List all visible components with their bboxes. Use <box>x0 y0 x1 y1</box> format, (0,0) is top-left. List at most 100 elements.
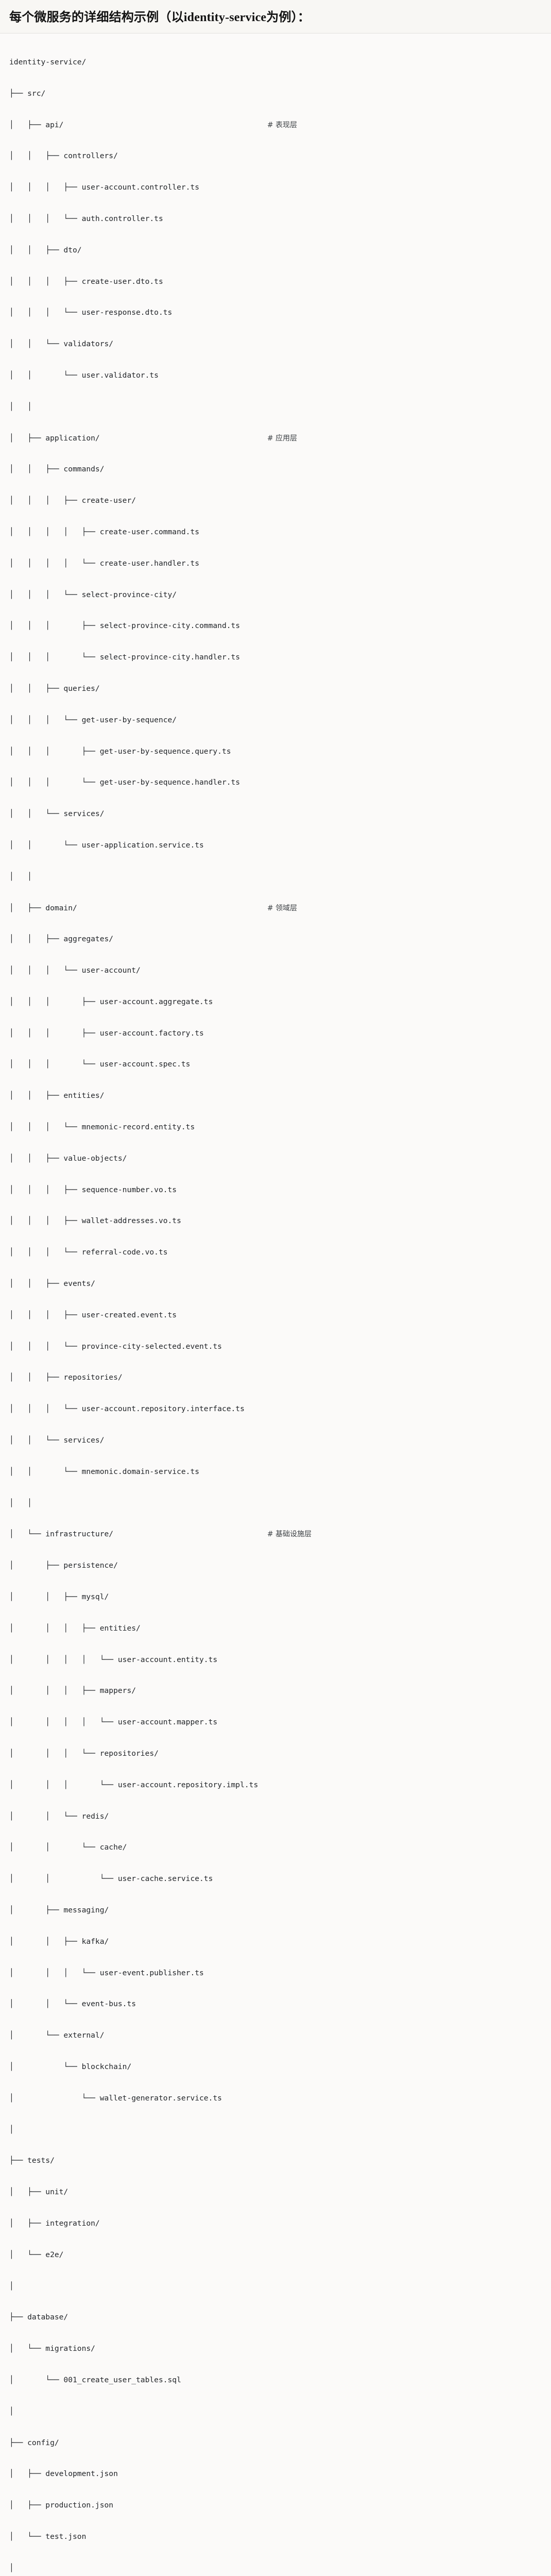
tree-line: │ ├── unit/ <box>9 2184 542 2200</box>
tree-line: ├── config/ <box>9 2435 542 2451</box>
tree-line: │ │ └── user-cache.service.ts <box>9 1871 542 1887</box>
tree-line-path: │ └── e2e/ <box>9 2250 64 2259</box>
tree-line: │ │ │ │ └── user-account.entity.ts <box>9 1652 542 1668</box>
tree-line: │ │ ├── kafka/ <box>9 1934 542 1950</box>
tree-line: │ │ ├── controllers/ <box>9 148 542 164</box>
tree-line-path: │ │ ├── kafka/ <box>9 1937 109 1946</box>
tree-line-path: │ │ │ ├── mappers/ <box>9 1686 136 1696</box>
tree-line-comment: # 表现层 <box>267 121 298 129</box>
tree-line: │ │ │ └── user-account.repository.interf… <box>9 1401 542 1417</box>
tree-line-path: │ │ │ └── repositories/ <box>9 1749 159 1758</box>
tree-line-path: │ │ │ └── province-city-selected.event.t… <box>9 1342 222 1351</box>
tree-line: │ │ └── validators/ <box>9 336 542 352</box>
tree-line-comment: # 应用层 <box>267 434 298 443</box>
tree-line: │ │ │ │ └── create-user.handler.ts <box>9 556 542 571</box>
tree-line: │ <box>9 2404 542 2419</box>
tree-line: │ │ ├── mysql/ <box>9 1589 542 1605</box>
tree-line-path: │ ├── integration/ <box>9 2218 100 2228</box>
tree-line-path: │ ├── persistence/ <box>9 1561 118 1570</box>
tree-line-path: │ │ │ └── mnemonic-record.entity.ts <box>9 1123 195 1132</box>
document-header: 每个微服务的详细结构示例（以identity-service为例）： <box>0 0 551 34</box>
tree-line: │ │ │ └── user-event.publisher.ts <box>9 1965 542 1981</box>
tree-line-path: │ │ │ │ └── create-user.handler.ts <box>9 558 200 568</box>
tree-line-path: │ │ │ └── user-event.publisher.ts <box>9 1968 204 1977</box>
tree-line-path: │ │ │ │ ├── create-user.command.ts <box>9 527 200 536</box>
tree-line: │ │ │ └── user-account/ <box>9 963 542 978</box>
tree-line: │ │ │ ├── create-user/ <box>9 493 542 509</box>
tree-line: ├── tests/ <box>9 2153 542 2168</box>
tree-line-spacer <box>63 121 267 129</box>
tree-line-path: │ └── wallet-generator.service.ts <box>9 2093 222 2103</box>
tree-line: │ │ └── event-bus.ts <box>9 1996 542 2012</box>
tree-line: │ │ └── cache/ <box>9 1840 542 1855</box>
tree-line-path: │ │ ├── value-objects/ <box>9 1154 127 1163</box>
tree-line: │ │ └── redis/ <box>9 1809 542 1824</box>
tree-line: ├── database/ <box>9 2310 542 2325</box>
tree-line: │ │ <box>9 869 542 885</box>
tree-line-path: │ ├── unit/ <box>9 2188 68 2197</box>
tree-line: │ │ │ │ └── user-account.mapper.ts <box>9 1715 542 1730</box>
tree-line-path: │ │ └── user-application.service.ts <box>9 840 204 850</box>
tree-line: │ │ │ └── user-account.spec.ts <box>9 1057 542 1072</box>
tree-line: │ │ ├── value-objects/ <box>9 1151 542 1166</box>
tree-line-path: │ ├── messaging/ <box>9 1906 109 1914</box>
tree-line-path: │ └── 001_create_user_tables.sql <box>9 2375 181 2384</box>
tree-line: │ <box>9 2122 542 2138</box>
tree-line-path: ├── database/ <box>9 2313 68 2322</box>
tree-line: │ │ <box>9 1496 542 1511</box>
tree-line: │ │ │ └── province-city-selected.event.t… <box>9 1339 542 1354</box>
tree-line-path: │ │ <box>9 402 32 411</box>
tree-line: │ │ │ └── user-response.dto.ts <box>9 305 542 320</box>
tree-line-path: │ └── test.json <box>9 2532 87 2541</box>
tree-line-path: │ │ │ └── get-user-by-sequence.handler.t… <box>9 778 240 787</box>
tree-line-path: │ │ └── services/ <box>9 809 105 819</box>
tree-line: │ │ ├── commands/ <box>9 462 542 477</box>
tree-line-path: │ │ │ └── user-response.dto.ts <box>9 308 173 317</box>
tree-line-path: │ ├── development.json <box>9 2469 118 2479</box>
tree-line-path: │ │ │ ├── wallet-addresses.vo.ts <box>9 1216 181 1226</box>
tree-line: │ │ └── services/ <box>9 1433 542 1448</box>
tree-line: │ │ │ └── user-account.repository.impl.t… <box>9 1777 542 1793</box>
tree-line: │ │ │ └── select-province-city.handler.t… <box>9 650 542 665</box>
tree-line: │ ├── integration/ <box>9 2216 542 2231</box>
tree-line: │ │ │ └── auth.controller.ts <box>9 211 542 227</box>
tree-line: │ │ ├── repositories/ <box>9 1370 542 1385</box>
tree-line-path: │ │ │ └── user-account.spec.ts <box>9 1060 191 1069</box>
tree-line-path: │ │ │ └── user-account.repository.impl.t… <box>9 1780 259 1789</box>
tree-line: │ │ ├── entities/ <box>9 1088 542 1104</box>
tree-line-path: │ │ ├── controllers/ <box>9 151 118 161</box>
tree-line: │ ├── domain/ # 领域层 <box>9 901 542 916</box>
tree-line-path: │ │ │ │ └── user-account.mapper.ts <box>9 1718 218 1727</box>
tree-line-path: │ │ │ └── get-user-by-sequence/ <box>9 715 177 724</box>
tree-line: │ │ │ ├── user-created.event.ts <box>9 1308 542 1323</box>
tree-line: │ │ │ └── get-user-by-sequence.handler.t… <box>9 775 542 790</box>
tree-line-path: │ ├── application/ <box>9 433 100 443</box>
tree-line: │ │ │ └── mnemonic-record.entity.ts <box>9 1120 542 1135</box>
tree-line-path: │ └── migrations/ <box>9 2344 95 2353</box>
tree-line-path: │ │ │ ├── get-user-by-sequence.query.ts <box>9 747 231 756</box>
tree-line-comment: # 基础设施层 <box>267 1530 312 1539</box>
tree-line: │ │ │ ├── get-user-by-sequence.query.ts <box>9 744 542 759</box>
tree-line-spacer <box>113 1530 267 1538</box>
tree-line: │ └── e2e/ <box>9 2247 542 2263</box>
tree-line-path: │ │ ├── mysql/ <box>9 1592 109 1602</box>
tree-line: │ │ ├── queries/ <box>9 681 542 697</box>
tree-line-path: ├── src/ <box>9 89 46 98</box>
tree-line: │ │ └── user.validator.ts <box>9 368 542 383</box>
tree-line: │ │ │ ├── mappers/ <box>9 1683 542 1699</box>
tree-line: │ │ │ ├── user-account.factory.ts <box>9 1026 542 1041</box>
tree-line-path: │ │ │ ├── create-user/ <box>9 496 136 505</box>
tree-line-spacer <box>77 904 267 912</box>
tree-line-path: │ │ │ ├── user-account.controller.ts <box>9 183 200 192</box>
tree-line: │ │ │ ├── sequence-number.vo.ts <box>9 1182 542 1198</box>
tree-line: │ │ │ ├── select-province-city.command.t… <box>9 618 542 634</box>
tree-line: │ ├── production.json <box>9 2498 542 2513</box>
tree-line: │ ├── messaging/ <box>9 1903 542 1918</box>
tree-line: │ └── 001_create_user_tables.sql <box>9 2372 542 2388</box>
tree-line-path: │ │ │ └── referral-code.vo.ts <box>9 1248 168 1257</box>
tree-line-path: identity-service/ <box>9 57 87 66</box>
tree-line-path: │ │ │ │ └── user-account.entity.ts <box>9 1655 218 1664</box>
tree-line: ├── src/ <box>9 86 542 101</box>
tree-line: │ ├── application/ # 应用层 <box>9 431 542 446</box>
